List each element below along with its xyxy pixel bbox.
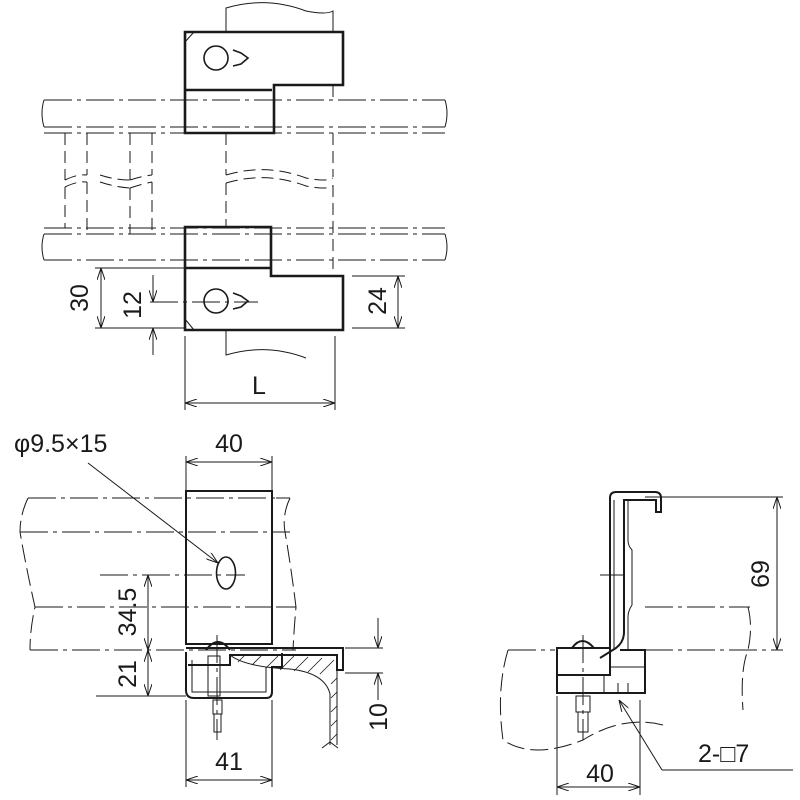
dim-40-side-label: 40 <box>586 760 614 788</box>
rail-outline-side <box>499 496 783 751</box>
dim-69-label: 69 <box>747 560 775 588</box>
cross-members <box>64 133 153 234</box>
rail-upper <box>41 99 448 134</box>
clamp-channel <box>185 635 344 749</box>
dim-L-label: L <box>252 372 266 400</box>
dim-24-label: 24 <box>364 287 392 315</box>
holes-leader: 2-□7 <box>619 700 793 771</box>
dimension-40-side: 40 <box>556 696 641 795</box>
dimension-34-5: 34.5 <box>114 575 148 650</box>
lower-clamp-block <box>150 225 345 332</box>
dimension-41: 41 <box>185 700 273 787</box>
dim-10-label: 10 <box>365 703 393 731</box>
slot-hole <box>215 556 237 590</box>
rail-lower <box>41 227 448 261</box>
side-view: 69 2-□7 40 <box>499 491 793 795</box>
upper-clamp-block <box>183 30 345 135</box>
mounting-plate <box>100 490 273 645</box>
dimension-69: 69 <box>668 496 783 650</box>
rail-outline <box>19 497 297 651</box>
dimension-40-top: 40 <box>185 430 273 491</box>
dimension-L: L <box>184 336 336 410</box>
dim-12-label: 12 <box>119 291 147 319</box>
bracket <box>556 491 662 740</box>
dimension-21: 21 <box>96 650 186 697</box>
top-view: 30 12 24 L <box>41 2 448 410</box>
dimension-10: 10 <box>345 618 393 731</box>
slot-leader: φ9.5×15 <box>14 430 218 563</box>
dim-30-label: 30 <box>66 284 94 312</box>
dimension-30: 30 <box>66 267 185 329</box>
dim-34-5-label: 34.5 <box>114 588 142 637</box>
slot-label: φ9.5×15 <box>14 430 107 458</box>
bolt-hole-upper <box>203 45 229 71</box>
dim-41-label: 41 <box>215 748 243 776</box>
dim-21-label: 21 <box>114 660 142 688</box>
dimension-12: 12 <box>119 275 153 355</box>
dim-40-top-label: 40 <box>215 430 243 458</box>
dimension-24: 24 <box>352 275 405 329</box>
bolt-hole-lower <box>203 288 229 314</box>
holes-label: 2-□7 <box>698 740 749 768</box>
vertical-member <box>225 2 334 359</box>
front-view: φ9.5×15 40 34.5 21 <box>14 430 393 787</box>
